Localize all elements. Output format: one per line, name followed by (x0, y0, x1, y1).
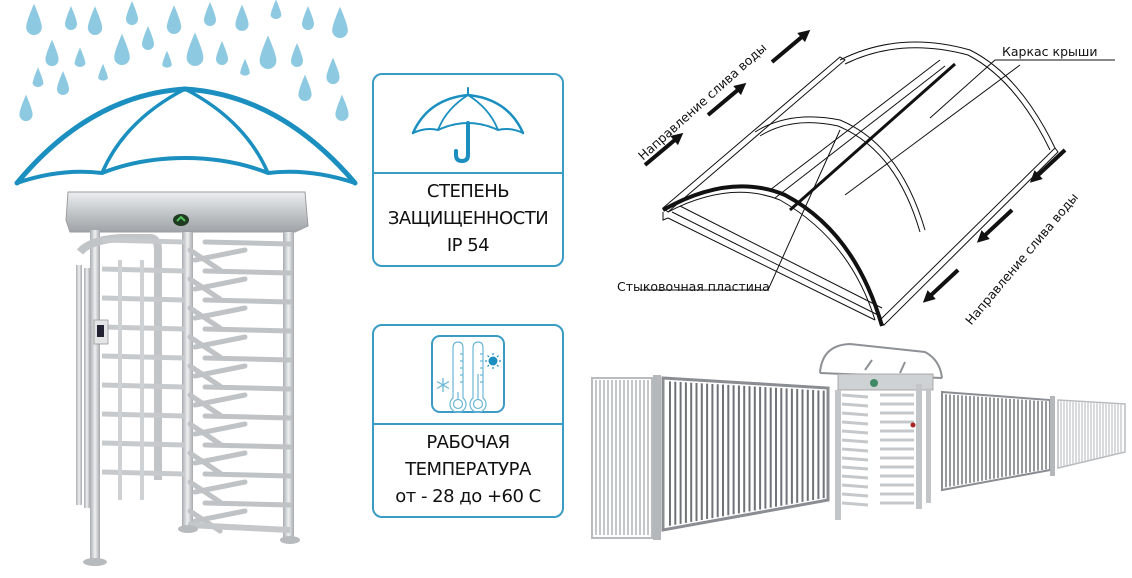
raindrop (332, 6, 348, 38)
turnstile-arm (841, 447, 869, 453)
drain-arrow (1029, 148, 1067, 183)
fence-panel (591, 377, 653, 539)
raindrop (74, 47, 86, 67)
turnstile-arm (841, 474, 869, 480)
raindrop (240, 58, 250, 76)
raindrop (142, 26, 154, 50)
protection-card: СТЕПЕНЬ ЗАЩИЩЕННОСТИ IP 54 (372, 73, 564, 267)
fence-post (653, 375, 661, 540)
temperature-line-1: РАБОЧАЯ (426, 432, 510, 453)
fence-panel (1057, 399, 1126, 469)
turnstile-arm (841, 456, 869, 462)
temperature-card: РАБОЧАЯ ТЕМПЕРАТУРА от - 28 до +60 С (372, 324, 564, 518)
raindrop (259, 35, 277, 69)
protection-line-1: СТЕПЕНЬ (426, 181, 510, 202)
raindrop (162, 50, 172, 68)
temperature-range: от - 28 до +60 С (395, 486, 541, 507)
raindrop (126, 1, 138, 25)
drain-arrow (706, 82, 747, 117)
raindrop (98, 63, 108, 81)
sun-icon (485, 353, 501, 369)
turnstile-bar (101, 237, 185, 245)
drain-arrow (643, 132, 684, 167)
raindrop (87, 6, 103, 35)
umbrella-icon (411, 87, 525, 163)
turnstile-arm (841, 483, 869, 489)
turnstile-photo (65, 191, 309, 566)
umbrella-icon (14, 86, 358, 186)
raindrop (26, 3, 42, 35)
raindrop (291, 43, 303, 67)
raindrop (45, 39, 59, 66)
rotor-arm (202, 355, 293, 363)
card-divider (374, 172, 562, 174)
raindrop (326, 57, 340, 85)
raindrop (32, 67, 44, 87)
roof-diagram (640, 29, 1115, 327)
raindrop (57, 71, 69, 95)
rotor-arm (202, 413, 293, 421)
rotor-arm (192, 421, 248, 437)
rotor-arm (192, 508, 248, 524)
raindrop (114, 33, 130, 66)
turnstile-arm (841, 411, 869, 417)
raindrop (186, 32, 204, 66)
raindrop (166, 5, 182, 34)
protection-line-2: ЗАЩИЩЕННОСТИ (387, 208, 549, 229)
raindrop (335, 94, 349, 121)
drain-arrow (770, 29, 811, 64)
protection-rating: IP 54 (446, 235, 490, 256)
turnstile-arm (841, 429, 869, 435)
raindrop (298, 74, 312, 102)
turnstile-arm (841, 420, 869, 426)
rotor-arm (192, 247, 248, 263)
card-divider (374, 423, 562, 425)
turnstile-arm (841, 393, 869, 399)
rotor-arm (202, 384, 293, 392)
gate-frame (661, 376, 830, 532)
rotor-arm (192, 392, 248, 408)
rotor-arm (192, 479, 248, 495)
green-arrow-indicator-icon (173, 214, 189, 226)
rotor-arm (202, 239, 293, 247)
roof-frame-label: Каркас крыши (1002, 44, 1098, 59)
rotor-arm (192, 450, 248, 466)
raindrop (302, 6, 314, 30)
rotor-arm (202, 500, 293, 508)
rotor-arm (202, 268, 293, 276)
raindrop (65, 6, 77, 30)
turnstile-arm (841, 501, 869, 507)
snowflake-icon (436, 378, 450, 392)
raindrop (204, 2, 216, 26)
raindrop (235, 4, 249, 31)
rotor-arm (202, 326, 293, 334)
fence-post (1050, 396, 1055, 476)
rotor-arm (192, 276, 248, 292)
raindrop (270, 0, 282, 19)
rotor-arm (192, 305, 248, 321)
turnstile-arm (841, 492, 869, 498)
temperature-line-2: ТЕМПЕРАТУРА (405, 459, 531, 480)
rain-umbrella-illustration (14, 0, 358, 186)
turnstile-arm (841, 438, 869, 444)
rotor-arm (202, 297, 293, 305)
thermometers-icon (431, 335, 505, 413)
turnstile-arm (841, 402, 869, 408)
rotor-arm (202, 471, 293, 479)
rotor-arm (192, 363, 248, 379)
drain-arrow (976, 208, 1014, 243)
rotor-arm (192, 334, 248, 350)
turnstile-arm (841, 465, 869, 471)
drain-arrow (922, 268, 960, 303)
joint-plate-label: Стыковочная пластина (617, 279, 770, 294)
raindrop (216, 41, 228, 65)
raindrop-icon (19, 0, 349, 122)
raindrop (19, 94, 33, 122)
rotor-arm (202, 442, 293, 450)
fence-illustration (591, 342, 1126, 540)
